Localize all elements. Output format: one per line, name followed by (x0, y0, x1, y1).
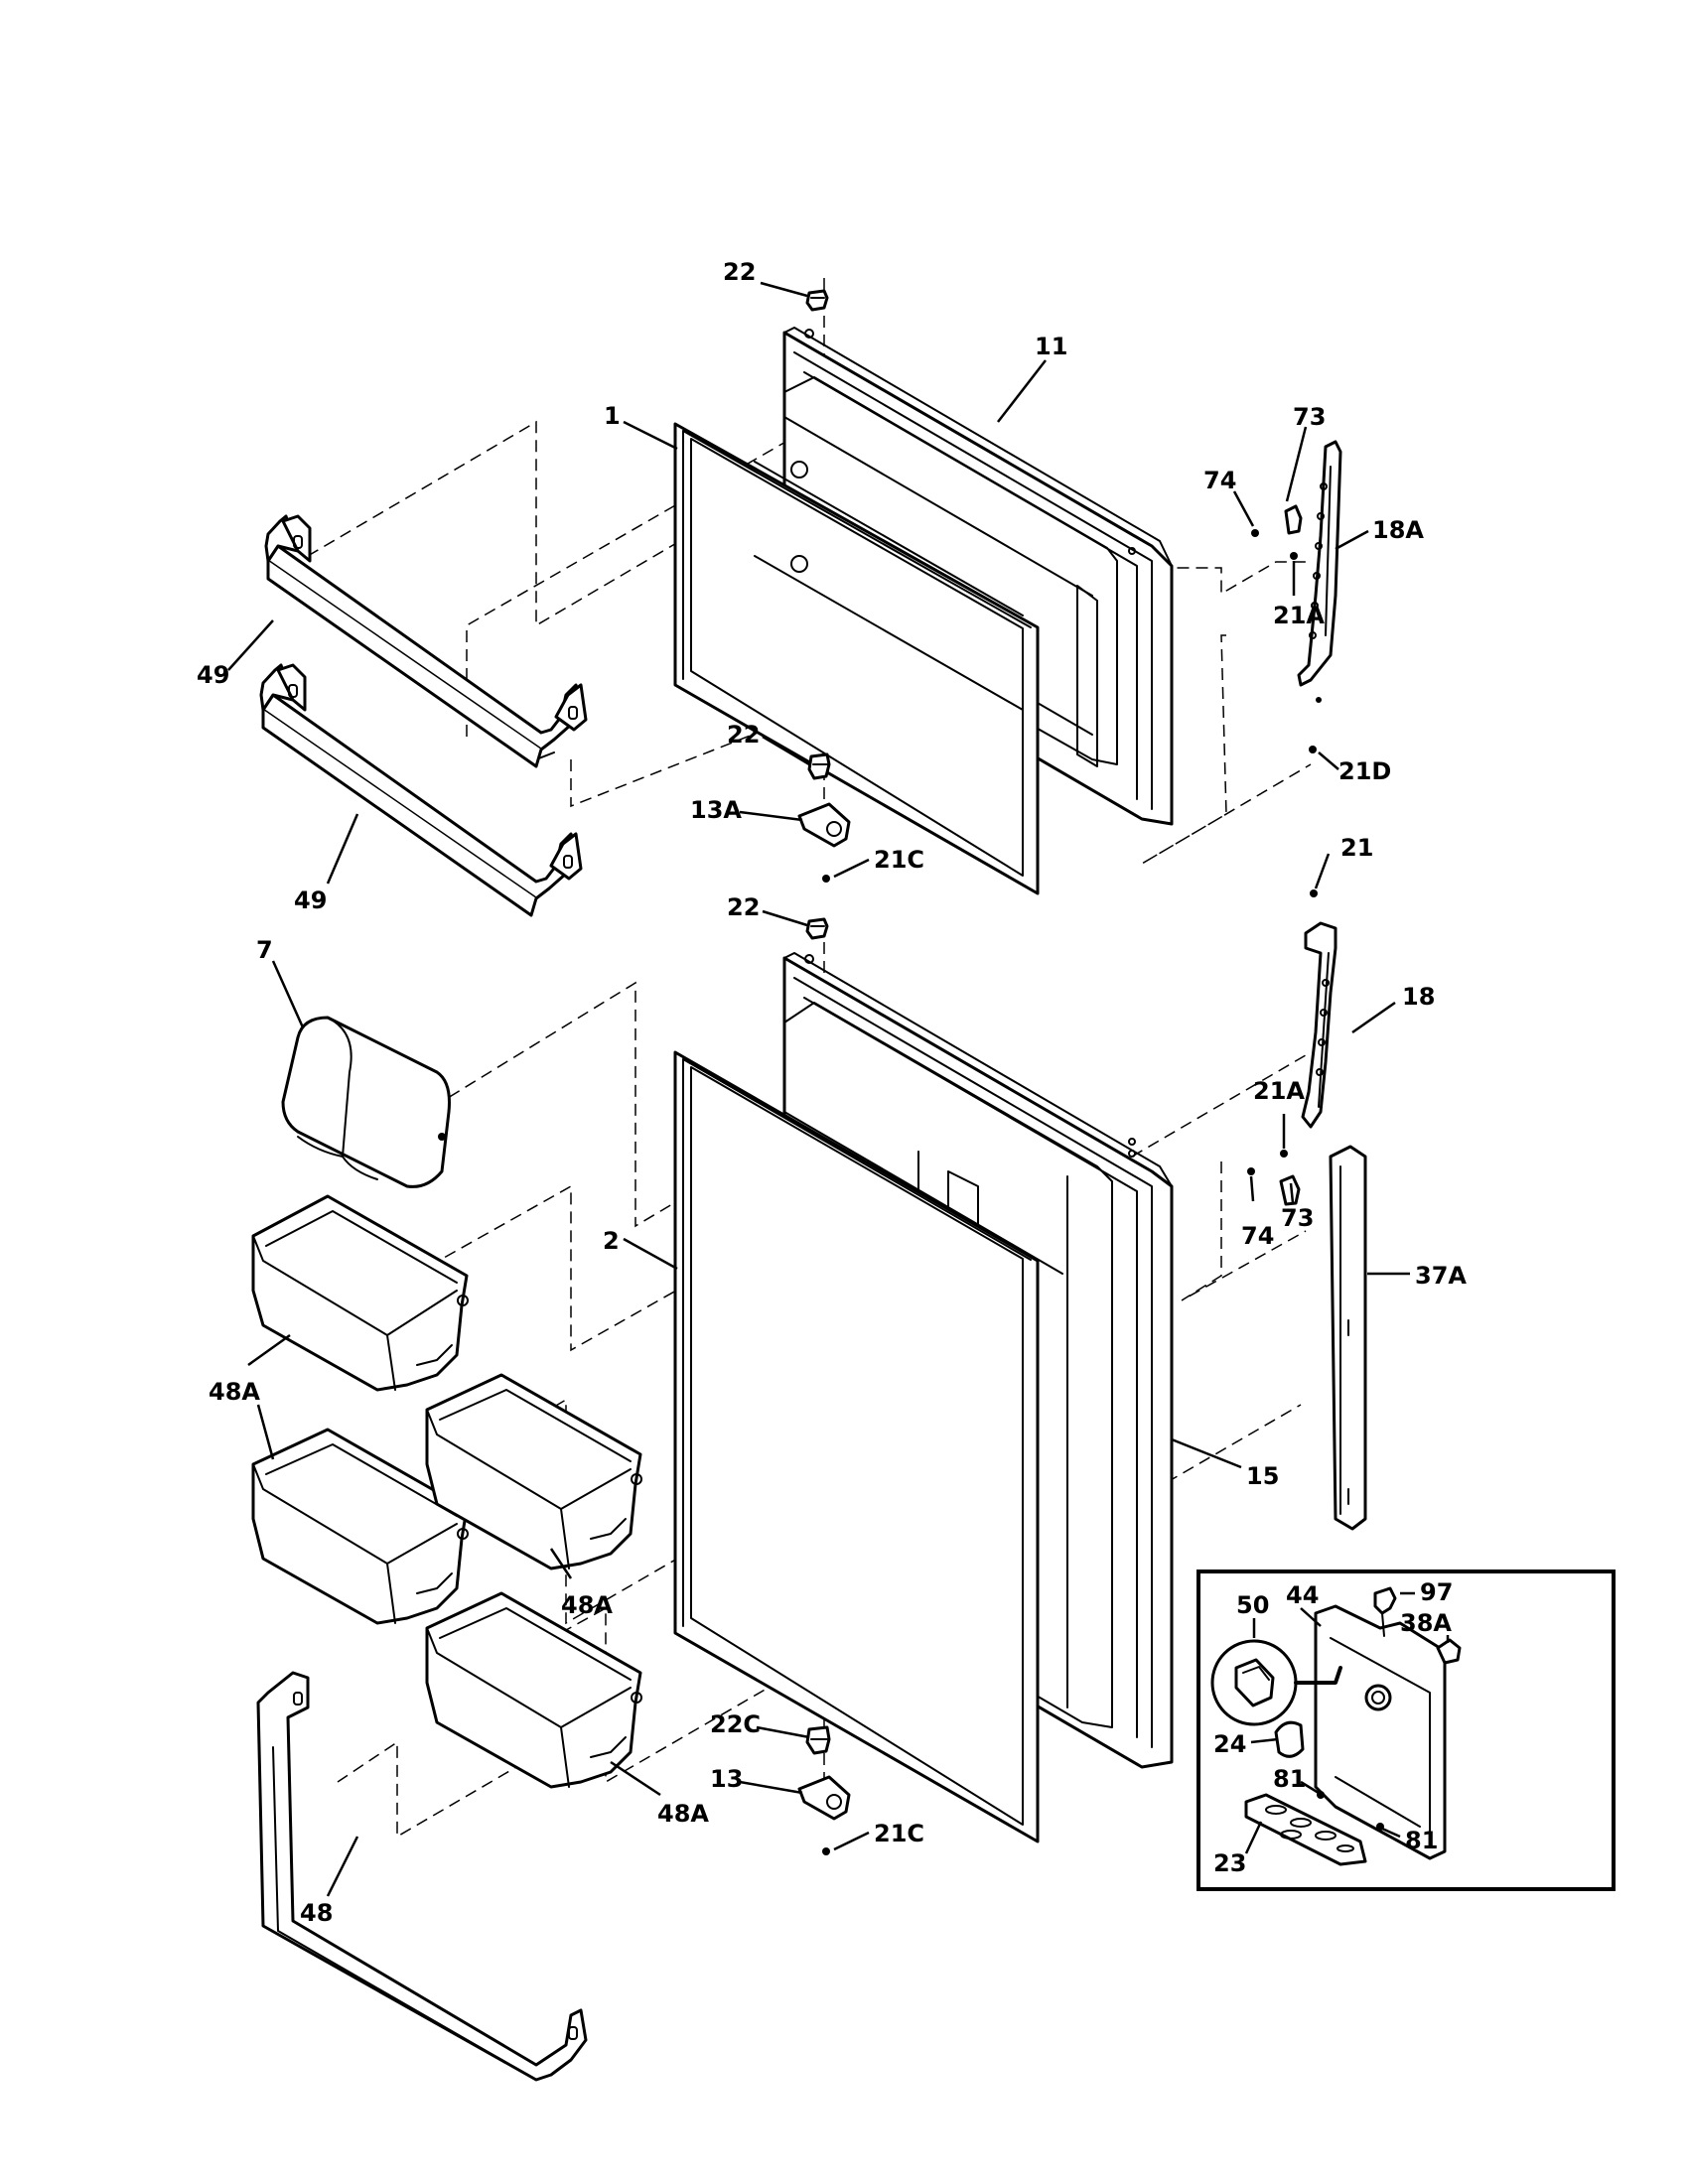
callout-37a: 37A (1415, 1262, 1467, 1290)
cap-73-bottom (1279, 1174, 1301, 1206)
callout-74-bottom: 74 (1241, 1222, 1274, 1250)
callout-21: 21 (1340, 834, 1373, 862)
callout-49-top: 49 (197, 661, 229, 689)
freezer-door-shelf-rails (754, 461, 1024, 711)
callout-74-top: 74 (1203, 467, 1236, 494)
callout-81-left: 81 (1273, 1765, 1306, 1793)
callout-18: 18 (1402, 983, 1435, 1011)
door-bin-48a-lower-left (251, 1428, 469, 1625)
callout-18a: 18A (1372, 516, 1424, 544)
handle-18a (1297, 440, 1342, 687)
dairy-compartment (281, 1016, 451, 1188)
screw-21a-bottom (1280, 1150, 1288, 1158)
trim-37a (1329, 1145, 1367, 1531)
handle-18 (1301, 921, 1337, 1129)
callout-22-lower: 22 (727, 893, 760, 921)
door-bar-49-lower (259, 663, 583, 917)
callout-22-top: 22 (723, 258, 756, 286)
door-bar-49-upper (264, 514, 588, 768)
callout-1: 1 (604, 402, 621, 430)
leader-lines (227, 281, 1450, 1897)
cap-73-top (1284, 504, 1303, 535)
screw-22-lower (805, 917, 829, 940)
screw-21c-top (822, 875, 830, 883)
fresh-food-gasket (673, 1050, 1040, 1843)
screw-22-mid (807, 752, 831, 780)
callout-22-mid: 22 (727, 721, 760, 749)
screw-21d-b (1309, 746, 1317, 753)
callout-48a-left: 48A (209, 1378, 260, 1406)
callout-21a-top: 21A (1273, 602, 1325, 629)
door-bar-48 (256, 1671, 588, 2082)
callout-44: 44 (1286, 1581, 1319, 1609)
callout-22c: 22C (710, 1710, 761, 1738)
screw-21c-bottom (822, 1847, 830, 1855)
callout-15: 15 (1246, 1462, 1279, 1490)
callout-21d: 21D (1338, 757, 1391, 785)
screw-21a-top (1290, 552, 1298, 560)
freezer-gasket (673, 422, 1040, 895)
callout-7: 7 (256, 936, 273, 964)
callout-48a-middle: 48A (561, 1591, 613, 1619)
callout-48: 48 (300, 1899, 333, 1927)
callout-24: 24 (1213, 1730, 1246, 1758)
callout-81-right: 81 (1405, 1827, 1438, 1854)
callout-21a-bottom: 21A (1253, 1077, 1305, 1105)
callout-11: 11 (1035, 333, 1067, 360)
callout-48a-lower: 48A (657, 1800, 709, 1828)
screw-22-top (805, 289, 829, 312)
callout-73-bottom: 73 (1281, 1204, 1314, 1232)
callout-13a: 13A (690, 796, 742, 824)
door-bin-48a-middle (425, 1373, 642, 1570)
callout-49-bottom: 49 (294, 887, 327, 914)
screw-74-bottom (1247, 1167, 1255, 1175)
callout-13: 13 (710, 1765, 743, 1793)
screw-21d-a (1316, 697, 1322, 703)
door-bin-48a-upper-left (251, 1194, 469, 1392)
screw-21 (1310, 889, 1318, 897)
door-bin-48a-lower (425, 1591, 642, 1789)
hinge-13a (797, 802, 851, 848)
callout-97: 97 (1420, 1578, 1453, 1606)
callout-38a: 38A (1400, 1609, 1452, 1637)
callout-21c-bottom: 21C (874, 1820, 924, 1847)
callout-labels: 22 11 1 73 74 18A 21A 49 21D 22 13A 21C … (197, 258, 1467, 1927)
callout-23: 23 (1213, 1849, 1246, 1877)
callout-73-top: 73 (1293, 403, 1326, 431)
callout-2: 2 (603, 1227, 620, 1255)
callout-50: 50 (1236, 1591, 1269, 1619)
callout-21c-top: 21C (874, 846, 924, 874)
screw-74-top (1251, 529, 1259, 537)
hinge-13 (797, 1775, 851, 1821)
pin-22c (805, 1725, 831, 1755)
dispenser-inset (1196, 1570, 1616, 1891)
